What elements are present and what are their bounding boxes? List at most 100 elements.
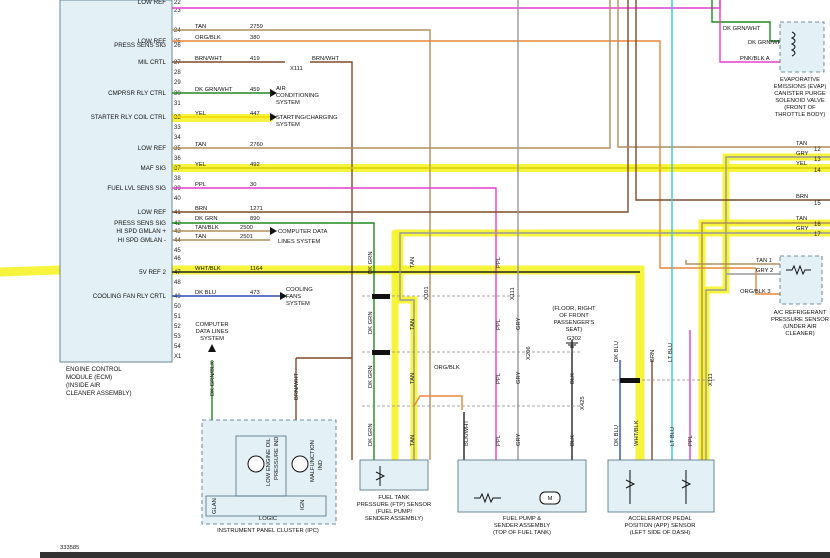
ecm-pin-number: 25: [174, 39, 181, 45]
data-lines-label: COMPUTER DATA: [278, 229, 328, 235]
mil-label: MALFUNCTION: [310, 440, 316, 482]
oil-label: PRESSURE IND: [274, 437, 280, 481]
right-wire-pin: 13: [814, 157, 821, 163]
ecm-pin-number: 23: [174, 8, 181, 14]
wire-color-label: BRN/WHT: [312, 56, 340, 62]
wire-labels: TAN 2759 ORG/BLK 380 BRN/WHT 419 BRN/WHT…: [195, 24, 340, 296]
ecm-pin-number: 33: [174, 125, 181, 131]
x101-label: X101: [424, 286, 430, 300]
highlight-5v-ref: [0, 265, 645, 465]
wire-dk-grn-42: [172, 222, 375, 460]
motor-icon: [539, 491, 561, 505]
ipc-cluster: COMPUTER DATA LINES SYSTEM DK GRN/BLK BR…: [195, 322, 352, 534]
wire-right-12: [617, 0, 830, 148]
ecm-pin-number: 47: [174, 270, 181, 276]
ipc-computer-line: DATA LINES: [196, 329, 229, 335]
vlabel: BLK/WHT: [464, 420, 470, 446]
ecm-pin-number: 32: [174, 115, 181, 121]
ecm-pin-label: MAF SIG: [141, 165, 167, 172]
org-blk-label: ORG/BLK: [434, 365, 460, 371]
evap-name-line: CANISTER PURGE: [774, 91, 826, 97]
evap-box: [779, 21, 825, 73]
wire-color-label: TAN/BLK: [195, 225, 219, 231]
fuel-pump: M FUEL PUMP & SENDER ASSEMBLY (TOP OF FU…: [457, 459, 587, 536]
ground-g302: G302: [567, 336, 581, 342]
oil-label: LOW ENGINE OIL: [266, 437, 272, 486]
fuel-level-resistor-icon: [474, 492, 501, 504]
wire-right-13: [705, 156, 830, 460]
wire-tan-24: [172, 29, 431, 460]
resistor-icon: [786, 264, 811, 276]
vlabel: DK GRN: [368, 251, 374, 274]
evap-name-line: SOLENOID VALVE: [775, 98, 825, 104]
app-resistor1-icon: [625, 470, 636, 504]
ecm-pin-number: 24: [174, 28, 181, 34]
ecm-pin-number: 45: [174, 248, 181, 254]
ecm-name-line: MODULE (ECM): [66, 374, 112, 381]
right-wire-pin: 16: [814, 222, 821, 228]
ecm-pin-label: FUEL LVL SENS SIG: [107, 185, 166, 192]
cooling-fans-label: SYSTEM: [286, 301, 310, 307]
ecm-module-box: [59, 0, 173, 363]
ecm-pin-label: HI SPD GMLAN +: [116, 228, 166, 235]
ac-system-label: AIR: [276, 86, 286, 92]
vlabel: BLK: [570, 373, 576, 384]
right-wire-label: TAN: [796, 216, 807, 222]
ftp-name: FUEL TANK: [378, 495, 409, 501]
ipc-computer-line: COMPUTER: [195, 322, 228, 328]
x206-label: X206: [526, 346, 532, 360]
diagram-id: 333585: [60, 545, 79, 551]
ecm-pin-number: 31: [174, 101, 181, 107]
ac-pressure-sensor: TAN 1 GRY 2 ORG/BLK 3 A/C REFRIGERANT PR…: [685, 255, 829, 337]
ecm-pin-number: 28: [174, 70, 181, 76]
wire-right-15: [635, 0, 830, 201]
cooling-fans-label: COOLING: [286, 287, 313, 293]
wire-circuit-label: 2760: [250, 142, 263, 148]
ecm-pin-label: 5V REF 2: [139, 269, 166, 276]
connector-block: [620, 378, 640, 383]
wire-circuit-label: 419: [250, 56, 260, 62]
right-wire-label: TAN: [796, 141, 807, 147]
lower-vertical-wires: [413, 0, 691, 460]
evap-name-line: EVAPORATIVE: [780, 77, 820, 83]
wire-circuit-label: 447: [250, 111, 260, 117]
ecm-wires: [172, 0, 830, 460]
right-wire-label: YEL: [796, 161, 808, 167]
ftp-sensor: FUEL TANK PRESSURE (FTP) SENSOR (FUEL PU…: [357, 459, 431, 522]
ac-sensor-name: A/C REFRIGERANT: [774, 310, 827, 316]
app-resistor2-icon: [681, 470, 692, 504]
coil-icon: [790, 31, 796, 57]
ecm-pin-number: 29: [174, 80, 181, 86]
vlabel: LT BLU: [668, 343, 674, 362]
vlabel: GRY: [516, 317, 522, 330]
connector-label-x111: X111: [290, 66, 303, 72]
ftp-box: [359, 459, 429, 491]
wire-color-label: BRN/WHT: [195, 56, 223, 62]
vlabel: TAN: [410, 373, 416, 384]
evap-top-wire-label: DK GRN/WHT: [723, 26, 761, 32]
vlabel: DK GRN: [368, 365, 374, 388]
ecm-pin-number: 42: [174, 221, 181, 227]
ecm-pin-number: 49: [174, 294, 181, 300]
ftp-name: SENDER ASSEMBLY): [365, 516, 423, 522]
sensor-icon: [375, 466, 386, 486]
pump-box: [457, 459, 587, 513]
ecm-pin-number: 41: [174, 210, 181, 216]
ac-sensor-box: [779, 255, 823, 305]
right-wire-label: GRY: [796, 151, 809, 157]
wire-org-blk-ftp: [413, 395, 463, 410]
ecm-pin-number: 35: [174, 146, 181, 152]
wire-color-label: DK GRN/WHT: [195, 87, 233, 93]
wire-color-label: DK BLU: [195, 290, 216, 296]
pump-name: (TOP OF FUEL TANK): [493, 530, 551, 536]
ecm-pin-number: 37: [174, 166, 181, 172]
wire-ac-3: [755, 268, 780, 295]
oil-lamp-icon: [247, 455, 265, 473]
evap-pin-a-label: PNK/BLK A: [740, 56, 770, 62]
wire-circuit-label: 30: [250, 182, 256, 188]
wire-color-label: DK GRN: [195, 216, 218, 222]
wire-color-label: BRN: [195, 206, 207, 212]
highlight-gry-13: [702, 153, 830, 464]
vlabel: WHT/BLK: [634, 420, 640, 446]
ecm-pin-label: PRESS SENS SIG: [114, 220, 166, 227]
